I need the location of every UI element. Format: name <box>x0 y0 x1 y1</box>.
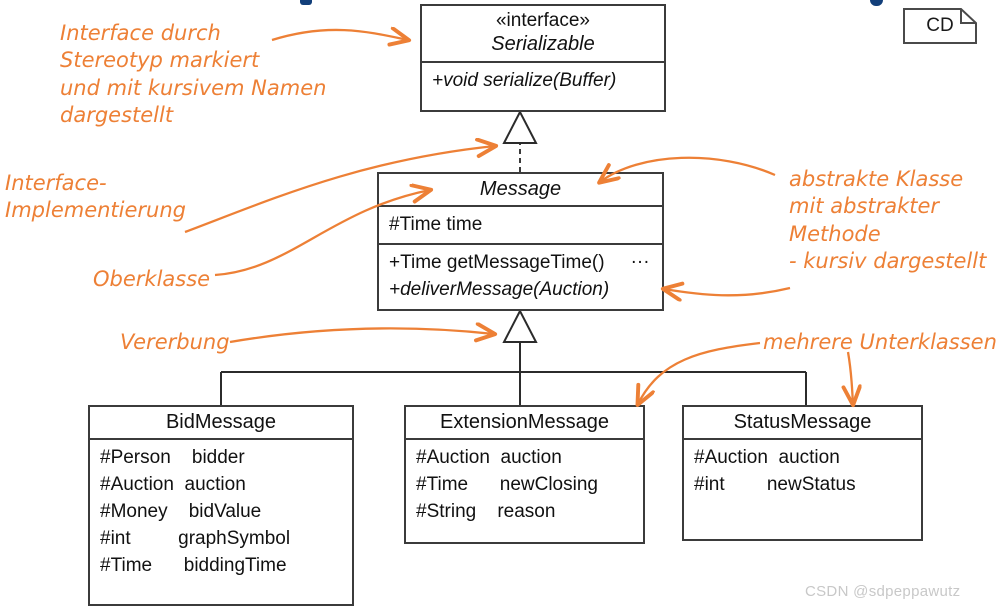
attribute-row: #Money bidValue <box>100 501 262 523</box>
annotation-superclass: Oberklasse <box>93 267 211 291</box>
class-title-bidmessage: BidMessage <box>90 407 352 438</box>
attributes-compartment-extensionmessage: #Auction auction #Time newClosing #Strin… <box>406 440 643 532</box>
watermark-text: CSDN @sdpeppawutz <box>805 583 961 600</box>
attributes-compartment-bidmessage: #Person bidder #Auction auction #Money b… <box>90 440 352 586</box>
attribute-row: #Auction auction <box>100 474 246 496</box>
arrow-to-serializable <box>271 30 408 40</box>
attribute-row: #int newStatus <box>694 474 856 496</box>
class-title-serializable: «interface» Serializable <box>422 6 664 61</box>
annotation-multiple-subclasses: mehrere Unterklassen <box>763 330 997 354</box>
compartment-divider <box>90 438 352 441</box>
operations-compartment-message: ... +Time getMessageTime() +deliverMessa… <box>379 245 662 310</box>
class-name-label: Message <box>479 178 562 200</box>
arrow-to-message-title <box>214 190 430 277</box>
class-box-extensionmessage[interactable]: ExtensionMessage #Auction auction #Time … <box>404 405 645 544</box>
compartment-divider <box>422 60 664 63</box>
attribute-row: #Time biddingTime <box>100 555 287 577</box>
class-name-label: Serializable <box>491 33 595 56</box>
class-box-serializable[interactable]: «interface» Serializable +void serialize… <box>420 4 666 112</box>
annotation-abstract-class: abstrakte Klasse mit abstrakter Methode … <box>789 167 987 273</box>
attributes-compartment-message: #Time time <box>379 207 662 243</box>
compartment-divider <box>684 438 921 441</box>
attribute-row: #String reason <box>416 501 556 523</box>
realization-hollow-triangle <box>502 109 538 144</box>
class-name-label: StatusMessage <box>733 411 872 433</box>
attributes-compartment-statusmessage: #Auction auction #int newStatus <box>684 440 921 505</box>
class-name-label: ExtensionMessage <box>440 411 609 433</box>
annotation-interface-stereotype: Interface durch Stereotyp markiert und m… <box>60 21 327 127</box>
operations-compartment-serializable: +void serialize(Buffer) <box>422 63 664 101</box>
attribute-row: #Auction auction <box>416 447 562 469</box>
frame-marker-cd: CD <box>903 8 977 44</box>
arrow-to-abstract-class-name <box>600 156 776 182</box>
attribute-row: #int graphSymbol <box>100 528 291 550</box>
stereotype-label: «interface» <box>495 10 590 31</box>
cropped-heading-remnant-right <box>870 0 883 6</box>
class-title-extensionmessage: ExtensionMessage <box>406 407 643 438</box>
arrow-to-abstract-operation <box>664 288 791 295</box>
operation-row: +Time getMessageTime() <box>389 252 605 274</box>
attribute-row: #Time newClosing <box>416 474 598 496</box>
annotation-inheritance: Vererbung <box>120 330 230 354</box>
frame-marker-label: CD <box>926 15 954 36</box>
operation-row-abstract: +deliverMessage(Auction) <box>389 279 610 301</box>
compartment-divider <box>406 438 643 441</box>
attribute-row: #Auction auction <box>694 447 840 469</box>
overflow-ellipsis: ... <box>631 247 650 269</box>
class-title-statusmessage: StatusMessage <box>684 407 921 438</box>
cropped-heading-remnant-left <box>300 0 312 5</box>
arrow-to-generalization <box>229 328 494 344</box>
compartment-divider <box>379 205 662 208</box>
class-box-bidmessage[interactable]: BidMessage #Person bidder #Auction aucti… <box>88 405 354 606</box>
operation-row: +void serialize(Buffer) <box>432 69 617 91</box>
annotation-interface-implementation: Interface- Implementierung <box>5 171 186 223</box>
class-name-label: BidMessage <box>165 411 277 433</box>
class-box-statusmessage[interactable]: StatusMessage #Auction auction #int newS… <box>682 405 923 541</box>
attribute-row: #Person bidder <box>100 447 245 469</box>
attribute-row: #Time time <box>389 214 483 236</box>
arrow-to-statusmessage <box>848 351 853 404</box>
class-title-message: Message <box>379 174 662 205</box>
arrow-to-extensionmessage <box>638 341 761 404</box>
arrow-to-realization <box>184 146 495 234</box>
compartment-divider <box>379 243 662 246</box>
note-shape-icon <box>903 8 977 44</box>
